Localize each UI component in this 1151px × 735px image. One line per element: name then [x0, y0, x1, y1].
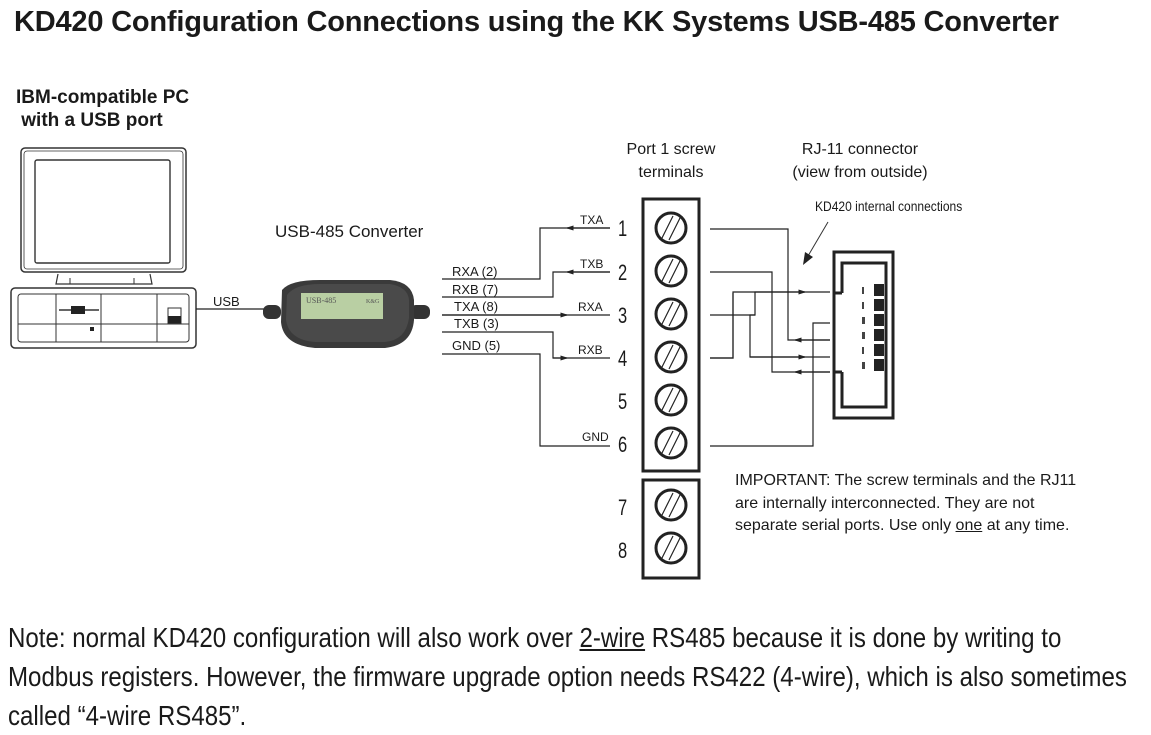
important-line1: IMPORTANT: The screw terminals and the R… — [735, 472, 1077, 489]
terminal-signal-txb: TXB — [580, 257, 604, 271]
screw-terminals — [654, 211, 688, 565]
important-line3: separate serial ports. Use only one at a… — [735, 515, 1076, 538]
monitor-outer — [20, 147, 187, 273]
note-pre: Note: normal KD420 configuration will al… — [8, 622, 580, 653]
terminal-number-5: 5 — [618, 389, 628, 414]
wire-gnd — [442, 353, 610, 447]
screw-terminal-3 — [654, 297, 688, 331]
converter-label: USB-485 Converter — [275, 222, 424, 241]
pc-label-line1: IBM-compatible PC — [16, 87, 190, 108]
terminal-number-8: 8 — [618, 538, 628, 563]
screw-terminal-1 — [654, 211, 688, 245]
wire-t1-rj11 — [710, 228, 830, 341]
terminal-number-1: 1 — [618, 216, 628, 241]
screw-terminal-4 — [654, 340, 688, 374]
screw-terminal-7 — [654, 488, 688, 522]
terminal-signal-txa: TXA — [580, 213, 604, 227]
terminal-block-aux — [641, 478, 701, 580]
screw-terminal-8 — [654, 531, 688, 565]
monitor-screen — [34, 159, 171, 264]
terminal-signal-rxb: RXB — [578, 343, 603, 357]
monitor-stand — [55, 273, 153, 285]
internal-connections-label: KD420 internal connections — [815, 198, 963, 214]
screw-terminal-5 — [654, 383, 688, 417]
usb-485-converter-icon: USB-485 K&G — [263, 280, 430, 348]
important-line3-post: at any time. — [982, 517, 1070, 534]
converter-wires — [442, 225, 610, 447]
converter-pin-txa: TXA (8) — [454, 299, 499, 314]
terminal-number-7: 7 — [618, 495, 628, 520]
pc-case — [10, 287, 197, 349]
terminal-number-2: 2 — [618, 260, 628, 285]
rj11-wires — [710, 228, 830, 447]
important-notice: IMPORTANT: The screw terminals and the R… — [735, 470, 1076, 538]
screw-terminal-2 — [654, 254, 688, 288]
usb-cable-label: USB — [213, 294, 240, 309]
wire-txb-rxb — [442, 331, 610, 359]
converter-pin-txb: TXB (3) — [454, 316, 499, 331]
rj11-label: RJ-11 connector (view from outside) — [775, 138, 945, 184]
important-line3-pre: separate serial ports. Use only — [735, 517, 956, 534]
diagram-title: KD420 Configuration Connections using th… — [14, 6, 1059, 38]
note-post: RS485 because it is done by writing to M… — [8, 622, 1127, 731]
converter-pin-rxb: RXB (7) — [452, 282, 499, 297]
converter-pin-gnd: GND (5) — [452, 338, 501, 353]
terminal-block-label-line1: Port 1 screw — [626, 141, 716, 158]
rj11-connector-icon — [832, 250, 895, 420]
pc-computer-icon — [10, 147, 197, 349]
converter-brand-text: K&G — [366, 299, 380, 305]
important-emphasis: one — [955, 517, 983, 534]
footer-note: Note: normal KD420 configuration will al… — [8, 618, 1135, 735]
note-emphasis: 2-wire — [579, 622, 646, 653]
terminal-signal-rxa: RXA — [578, 300, 603, 314]
terminal-signal-gnd: GND — [582, 430, 609, 444]
converter-pin-rxa: RXA (2) — [452, 264, 498, 279]
terminal-block-main — [641, 197, 701, 473]
internal-connections-pointer — [807, 221, 829, 257]
converter-device-text: USB-485 — [306, 296, 336, 305]
terminal-block-label-line2: terminals — [638, 164, 704, 181]
terminal-block-label: Port 1 screw terminals — [612, 138, 730, 184]
terminal-number-4: 4 — [618, 346, 628, 371]
pc-label-line2: with a USB port — [16, 110, 163, 131]
pc-label: IBM-compatible PC with a USB port — [16, 86, 189, 132]
screw-terminal-6 — [654, 426, 688, 460]
rj11-label-line2: (view from outside) — [792, 164, 928, 181]
terminal-number-6: 6 — [618, 432, 628, 457]
terminal-number-3: 3 — [618, 303, 628, 328]
important-line2: are internally interconnected. They are … — [735, 494, 1035, 512]
rj11-label-line1: RJ-11 connector — [801, 141, 919, 158]
